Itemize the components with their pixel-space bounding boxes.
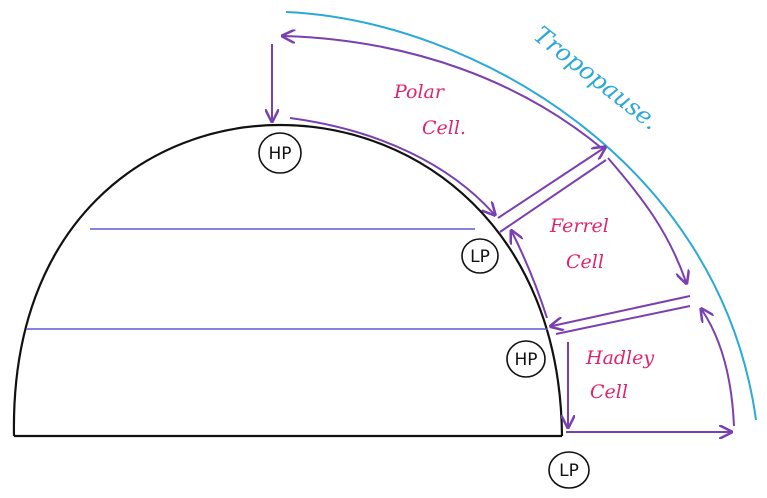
pressure-marker-30: HP [506, 340, 546, 378]
ferrel-cell-surface-arrow [512, 232, 548, 319]
svg-text:Polar: Polar [393, 81, 446, 103]
polar-cell-surface-arrow [289, 117, 494, 214]
hadley-cell-rising-arrow [702, 310, 735, 427]
tropopause-line [285, 11, 757, 421]
svg-text:HP: HP [268, 144, 291, 164]
pressure-marker-pole: HP [258, 132, 302, 174]
svg-text:Cell.: Cell. [422, 117, 466, 139]
pressure-marker-60: LP [461, 238, 499, 274]
polar-cell-upper-arrow [284, 36, 605, 151]
svg-text:LP: LP [559, 461, 579, 481]
svg-text:Cell: Cell [590, 381, 628, 403]
tropopause-label: Tropopause. [528, 21, 664, 136]
svg-text:LP: LP [470, 247, 490, 267]
svg-text:Hadley: Hadley [585, 347, 654, 369]
hadley-cell-upper-arrow [555, 305, 691, 335]
earth-hemisphere-outline [12, 123, 564, 437]
svg-text:HP: HP [514, 350, 537, 370]
ferrel-cell-boundary-line [499, 159, 607, 233]
polar-cell-label: Polar Cell. [393, 81, 466, 139]
ferrel-cell-upper-arrow [607, 157, 686, 282]
svg-text:Cell: Cell [566, 251, 604, 273]
pressure-marker-equator: LP [548, 451, 590, 489]
polar-cell-rising-arrow [497, 148, 604, 219]
ferrel-cell-label: Ferrel Cell [549, 215, 609, 273]
ferrel-cell-descending-arrow [552, 295, 691, 326]
svg-text:Ferrel: Ferrel [549, 215, 609, 237]
hadley-cell-label: Hadley Cell [585, 347, 654, 403]
